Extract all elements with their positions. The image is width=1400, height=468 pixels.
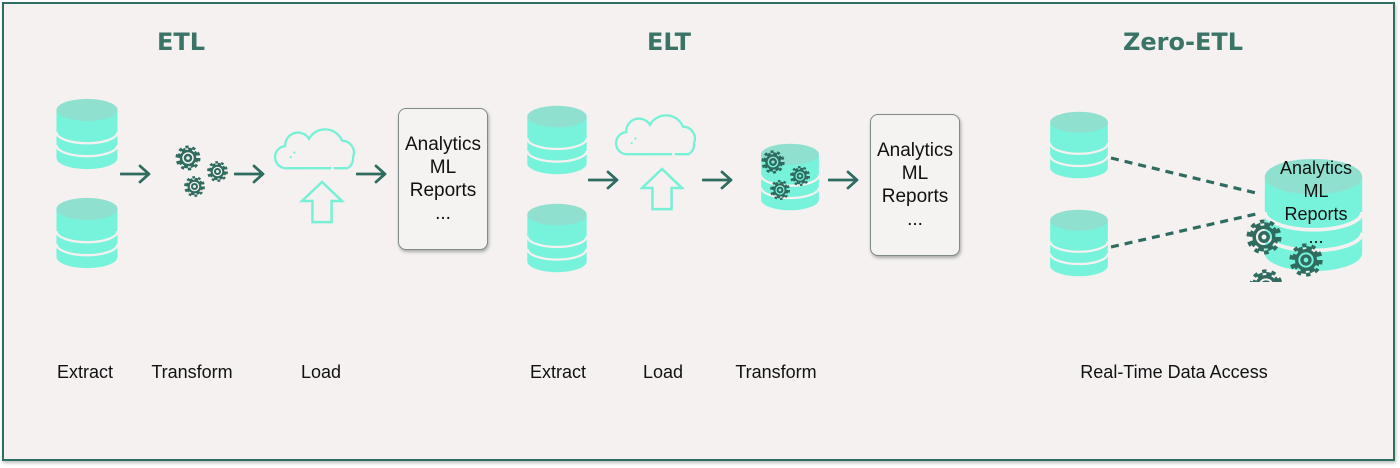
gears-overlay — [1240, 210, 1340, 282]
target-line: ... — [435, 203, 451, 224]
stage-label: Extract — [56, 362, 114, 382]
section-title-elt: ELT — [646, 28, 692, 56]
target-line: ML — [901, 163, 929, 184]
diagram-frame — [2, 2, 1395, 461]
analytics-target-box: Analytics ML Reports ... — [870, 114, 960, 256]
target-line: Reports — [409, 180, 477, 201]
target-line: Analytics — [1279, 158, 1353, 178]
stage-label: Transform — [735, 362, 817, 382]
stage-label: Load — [642, 362, 684, 382]
target-line: ML — [429, 157, 457, 178]
dotted-connection-line — [1110, 212, 1257, 249]
target-line: ML — [1303, 181, 1329, 201]
target-line: Reports — [881, 186, 949, 207]
gears-icon — [1240, 210, 1326, 282]
target-line: Reports — [1284, 204, 1348, 224]
analytics-target-box: Analytics ML Reports ... — [398, 108, 488, 250]
target-line: ... — [907, 209, 923, 230]
zero-etl-target-labels: Analytics ML Reports ... — [1256, 157, 1376, 249]
target-line: ... — [1308, 227, 1324, 247]
stage-label: Real-Time Data Access — [1080, 362, 1268, 382]
section-title-etl: ETL — [156, 28, 206, 56]
section-title-zero-etl: Zero-ETL — [1122, 28, 1244, 56]
target-line: Analytics — [876, 140, 954, 161]
stage-label: Load — [300, 362, 342, 382]
stage-label: Transform — [151, 362, 233, 382]
dotted-connection-line — [1110, 156, 1257, 195]
target-line: Analytics — [404, 134, 482, 155]
stage-label: Extract — [529, 362, 587, 382]
